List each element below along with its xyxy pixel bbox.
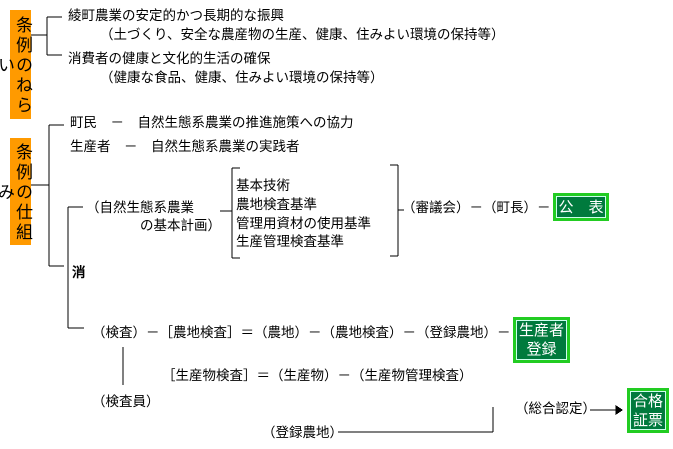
- registered-land-text: （登録農地）: [262, 425, 343, 441]
- role-producers: 生産者 － 自然生態系農業の実践者: [70, 139, 300, 155]
- standard-item: 管理用資材の使用基準: [236, 216, 371, 232]
- aim-item-2-detail: （健康な食品、健康、住みよい環境の保持等）: [100, 70, 384, 86]
- certificate-line2: 証票: [632, 411, 663, 429]
- producer-registration-box: 生産者 登録: [513, 317, 570, 363]
- aim-item-1: 綾町農業の安定的かつ長期的な振興: [68, 8, 284, 24]
- aim-item-1-detail: （土づくり、安全な農産物の生産、健康、住みよい環境の保持等）: [100, 27, 505, 43]
- structure-bracket: [31, 124, 64, 267]
- aim-label: 条例のねらい: [0, 10, 32, 119]
- plan-bracket: [67, 206, 84, 329]
- standards-right-bracket: [390, 164, 404, 257]
- certificate-line1: 合格: [632, 392, 663, 410]
- registration-line1: 生産者: [518, 321, 564, 339]
- certification-text: （総合認定）: [515, 401, 596, 417]
- role-citizens: 町民 － 自然生態系農業の推進施策への協力: [70, 115, 354, 131]
- registered-land-line: [338, 407, 494, 433]
- basic-plan-line1: （自然生態系農業: [86, 200, 194, 216]
- product-chain: ［生産物検査］＝（生産物）－（生産物管理検査）: [162, 368, 473, 384]
- standard-item: 基本技術: [236, 178, 290, 194]
- basic-plan-line2: の基本計画）: [140, 218, 221, 234]
- registration-line2: 登録: [526, 340, 557, 358]
- aim-bracket: [31, 16, 62, 56]
- inspection-chain: （検査）－［農地検査］＝（農地）－（農地検査）－（登録農地）－: [92, 325, 511, 341]
- approval-chain: （審議会）－（町長）－: [402, 200, 551, 216]
- mark-text: 消: [72, 265, 86, 281]
- certificate-box: 合格 証票: [627, 388, 669, 433]
- standards-left-bracket: [231, 167, 240, 259]
- inspector-text: （検査員）: [92, 394, 160, 410]
- structure-label: 条例の仕組み: [0, 138, 32, 245]
- standard-item: 生産管理検査基準: [236, 234, 344, 250]
- publish-box: 公 表: [553, 193, 609, 221]
- standard-item: 農地検査基準: [236, 197, 317, 213]
- aim-item-2: 消費者の健康と文化的生活の確保: [68, 51, 271, 67]
